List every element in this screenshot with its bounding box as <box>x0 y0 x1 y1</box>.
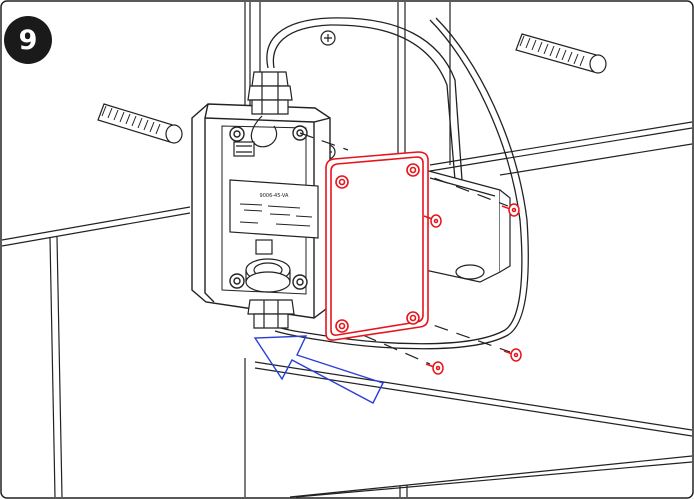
label-text: 9006-45-VA <box>260 193 290 199</box>
lid-screw <box>423 214 442 228</box>
internal-wiring <box>233 115 278 157</box>
bottom-cable-gland <box>247 299 295 329</box>
push-direction-arrow <box>253 335 384 404</box>
step-number: 9 <box>18 24 38 56</box>
enclosure-lid <box>325 151 429 341</box>
device-label: 9006-45-VA <box>229 179 319 239</box>
cable <box>266 17 529 350</box>
bottom-internal-gland <box>245 239 291 293</box>
lid-screws <box>423 203 522 375</box>
rear-bracket <box>424 169 511 283</box>
lid-screw <box>503 348 522 362</box>
lid-screw <box>425 361 444 375</box>
top-cable-gland <box>247 71 293 115</box>
wall-anchor-left <box>97 103 183 144</box>
lid-screw <box>501 203 520 217</box>
wall-anchor-right <box>515 33 607 74</box>
step-number-badge: 9 <box>4 16 52 64</box>
